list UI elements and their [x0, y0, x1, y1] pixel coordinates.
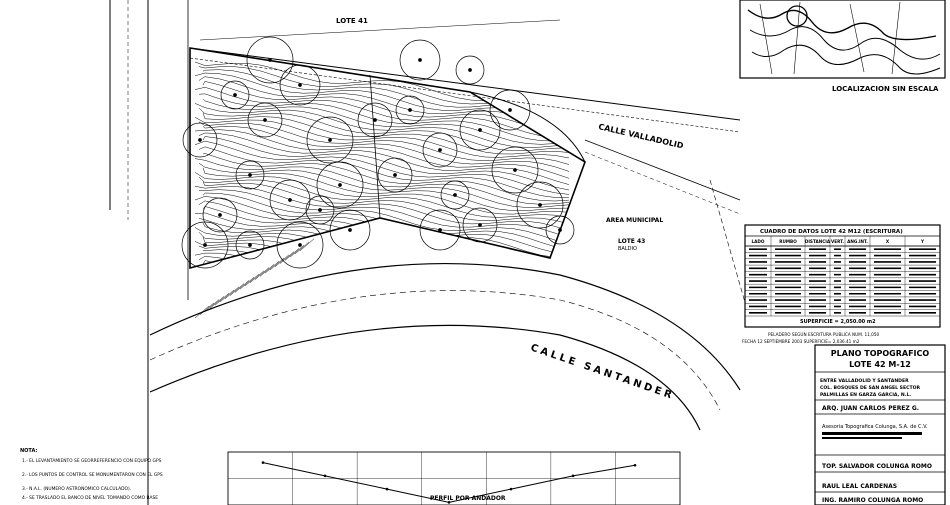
table-header-cell: VERT.: [831, 239, 844, 244]
profile-point: [385, 487, 389, 491]
contour-lines: [194, 61, 570, 268]
location-line-2: COL. BOSQUES DE SAN ANGEL SECTOR: [820, 385, 920, 391]
table-header-cell: DISTANCIA: [805, 239, 831, 244]
plan-subtitle: LOTE 42 M-12: [849, 360, 911, 369]
location-line-1: ENTRE VALLADOLID Y SANTANDER: [820, 378, 909, 384]
note-item: 3.- N.A.L. (NUMERO ASTRONOMICO CALCULADO…: [22, 486, 131, 492]
calle-santander-edge: [149, 324, 701, 431]
property-line: [709, 179, 751, 321]
notes-block: NOTA: 1.- EL LEVANTAMIENTO SE GEORREFERE…: [20, 448, 163, 501]
company-name: Asesoria Topografica Colunga, S.A. de C.…: [822, 424, 928, 430]
plan-title: PLANO TOPOGRAFICO: [831, 349, 930, 358]
baldio-label: BALDIO: [618, 246, 637, 252]
table-header-cell: RUMBO: [779, 239, 797, 244]
surveyor-name: TOP. SALVADOR COLUNGA ROMO: [822, 463, 932, 470]
profile-point: [261, 461, 265, 464]
calle-valladolid-edge: [469, 91, 586, 163]
location-map: LOCALIZACION SIN ESCALA: [739, 0, 946, 93]
slope-hatching: [194, 238, 315, 319]
data-table-title: CUADRO DE DATOS LOTE 42 M12 (ESCRITURA): [760, 229, 903, 235]
area-municipal-label: AREA MUNICIPAL: [606, 217, 663, 224]
note-item: 1.- EL LEVANTAMIENTO SE GEORREFERENCIO C…: [22, 458, 162, 464]
profile-point: [447, 501, 451, 504]
top-boundary-line: [199, 19, 561, 41]
table-header-cell: ANG.INT.: [847, 239, 868, 244]
location-line-3: PALMILLAS EN GARZA GARCIA, N.L.: [820, 392, 911, 398]
notes-heading: NOTA:: [20, 448, 37, 454]
profile-point: [323, 474, 327, 478]
table-header-cell: X: [886, 239, 890, 244]
profile-label: PERFIL POR ANDADOR: [430, 495, 506, 502]
note-item: 2.- LOS PUNTOS DE CONTROL SE MONUMENTARO…: [22, 472, 163, 478]
note-item: 4.- SE TRASLADO EL BANCO DE NIVEL TOMAND…: [22, 495, 158, 501]
table-header-cell: Y: [920, 239, 925, 244]
table-header-cell: LADO: [752, 239, 765, 244]
reviewed-by-name: ING. RAMIRO COLUNGA ROMO: [822, 497, 923, 504]
tree-symbols: [181, 36, 575, 269]
lote-43-label: LOTE 43: [618, 238, 645, 245]
location-map-caption: LOCALIZACION SIN ESCALA: [832, 85, 939, 93]
profile-point: [571, 474, 575, 478]
calle-santander-label: CALLE SANTANDER: [529, 342, 676, 402]
calle-valladolid-edge: [584, 139, 741, 201]
superficie-label: SUPERFICIE = 2,050.00 m2: [800, 319, 876, 325]
lote-41-label: LOTE 41: [336, 17, 368, 25]
table-note-1: PELADERO SEGUN ESCRITURA PUBLICA NUM. 11…: [768, 332, 879, 337]
data-table: CUADRO DE DATOS LOTE 42 M12 (ESCRITURA) …: [744, 224, 941, 328]
title-block: PLANO TOPOGRAFICO LOTE 42 M-12 ENTRE VAL…: [814, 344, 946, 505]
calle-santander-edge: [149, 290, 721, 411]
top-boundary-line: [189, 47, 741, 121]
profile-point: [509, 487, 513, 491]
profile-chart: [227, 451, 681, 505]
calle-santander-edge: [149, 262, 741, 391]
table-note-2: FECHA 12 SEPTIEMBRE 2003 SUPERFICIE= 2,0…: [742, 339, 860, 344]
drafted-by-name: RAUL LEAL CARDENAS: [822, 483, 897, 490]
interior-division-line: [369, 74, 381, 219]
calle-valladolid-label: CALLE VALLADOLID: [598, 122, 685, 150]
profile-point: [633, 463, 637, 467]
client-name: ARQ. JUAN CARLOS PEREZ G.: [822, 405, 919, 412]
top-boundary-line: [189, 57, 741, 133]
